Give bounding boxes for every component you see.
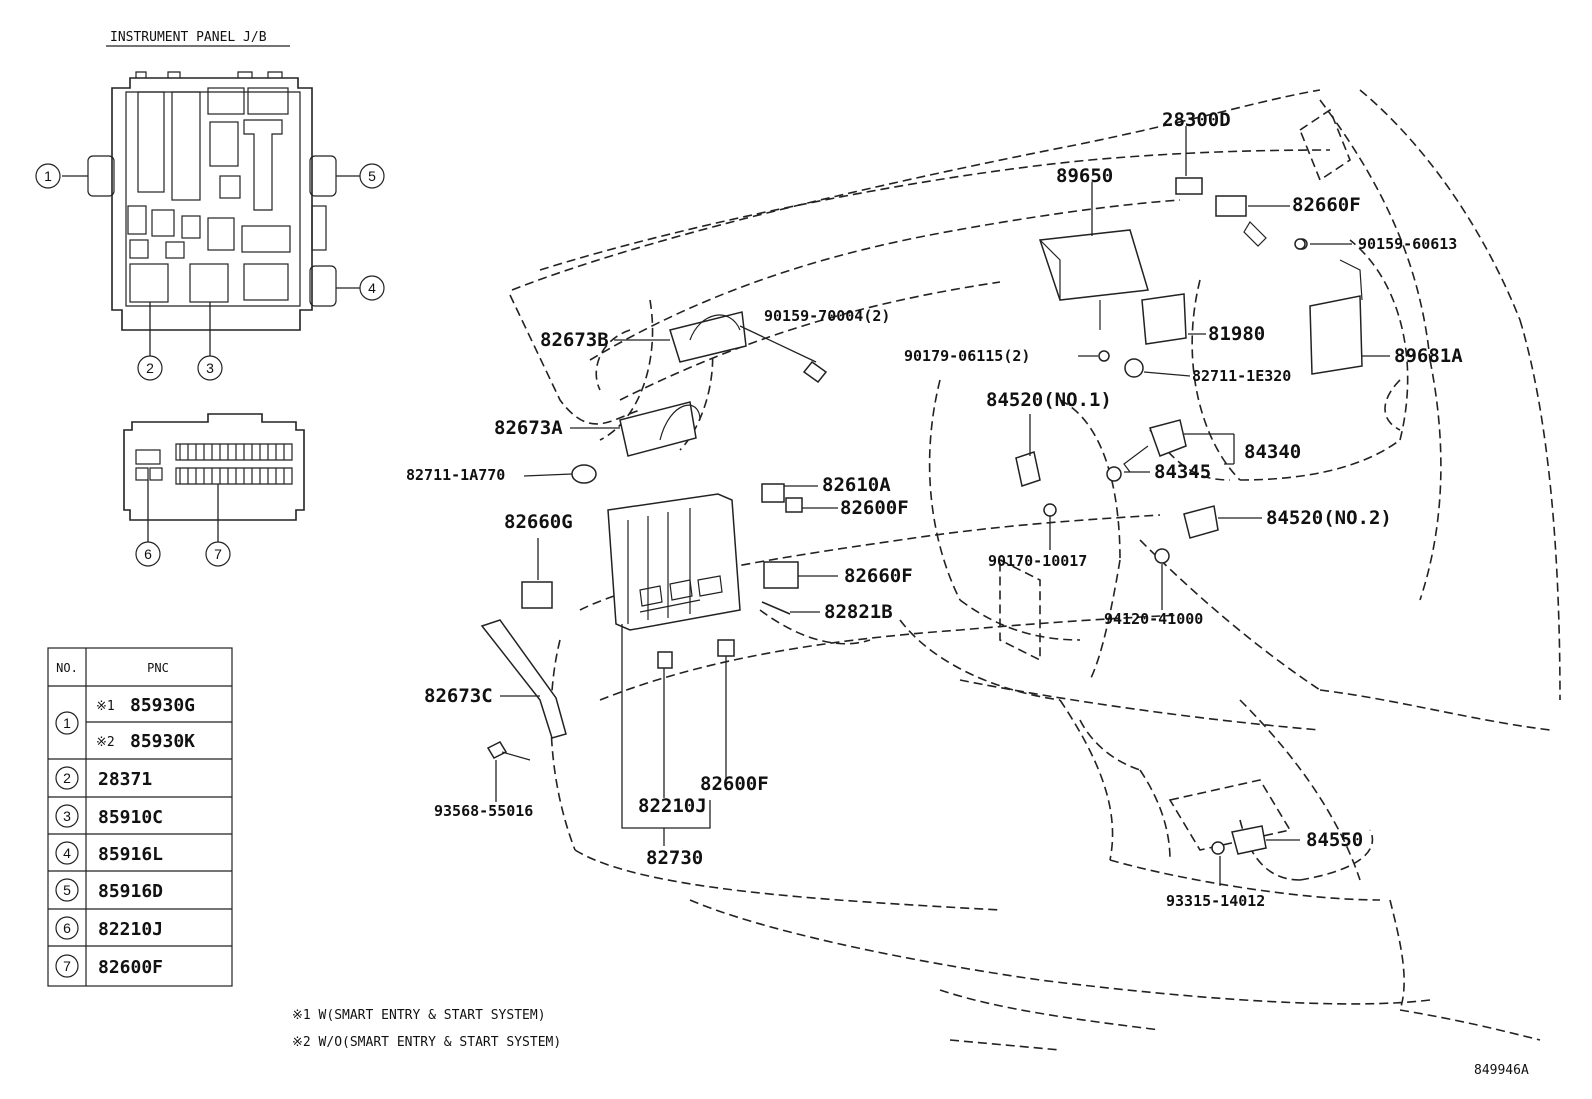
table-row-pnc: 82210J [98,919,163,940]
table-row-pnc: 85916D [98,881,163,902]
part-labels: 28300D 89650 82660F 90159-60613 82673B 9… [406,109,1463,910]
label-84520-no1: 84520(NO.1) [986,389,1112,411]
label-82821B: 82821B [824,601,893,623]
label-94120-41000: 94120-41000 [1104,610,1203,628]
label-82711-1E320: 82711-1E320 [1192,367,1291,385]
jb-callout-4: 4 [368,280,376,296]
jb-title: INSTRUMENT PANEL J/B [110,30,267,45]
label-82673A: 82673A [494,417,563,439]
table-row-no: 3 [63,808,71,824]
label-93568-55016: 93568-55016 [434,802,533,820]
label-81980: 81980 [1208,323,1265,345]
label-90179-06115: 90179-06115(2) [904,347,1030,365]
table-row-no: 2 [63,770,71,786]
label-82210J: 82210J [638,795,707,817]
table-row-no: 5 [63,882,71,898]
jb-callout-6: 6 [144,546,152,562]
label-84550: 84550 [1306,829,1363,851]
jb-callout-1: 1 [44,168,52,184]
label-82673B: 82673B [540,329,609,351]
label-89681A: 89681A [1394,345,1463,367]
table-row-pnc: 85930K [130,731,195,752]
label-89650: 89650 [1056,165,1113,187]
label-90170-10017: 90170-10017 [988,552,1087,570]
label-28300D: 28300D [1162,109,1231,131]
leader-lines [495,126,1390,886]
table-row-mark: ※1 [96,699,115,714]
label-93315-14012: 93315-14012 [1166,892,1265,910]
label-82660G: 82660G [504,511,573,533]
table-row-pnc: 28371 [98,769,152,790]
jb-callout-3: 3 [206,360,214,376]
label-82610A: 82610A [822,474,891,496]
parts-shapes [480,177,1363,855]
label-82600F-bottom: 82600F [700,773,769,795]
drawing-number: 849946A [1474,1063,1529,1078]
jb-callout-7: 7 [214,546,222,562]
jb-rear-view: 6 7 [123,413,305,567]
label-84340: 84340 [1244,441,1301,463]
table-row-pnc: 85930G [130,695,195,716]
label-84345: 84345 [1154,461,1211,483]
pnc-table: NO. PNC 1 ※1 85930G ※2 85930K 2 28371 3 … [47,647,233,987]
table-row-pnc: 85916L [98,844,163,865]
instrument-panel-jb: INSTRUMENT PANEL J/B [35,30,385,381]
table-header-pnc: PNC [147,661,169,675]
footnote-1: ※1 W(SMART ENTRY & START SYSTEM) [292,1008,546,1023]
label-90159-70004: 90159-70004(2) [764,307,890,325]
dashboard-outline [509,89,1561,1051]
label-82660F-mid: 82660F [844,565,913,587]
label-82600F-mid: 82600F [840,497,909,519]
table-row-no: 4 [63,845,71,861]
label-82660F-top: 82660F [1292,194,1361,216]
label-90159-60613: 90159-60613 [1358,235,1457,253]
table-row-pnc: 85910C [98,807,163,828]
footnote-2: ※2 W/O(SMART ENTRY & START SYSTEM) [292,1035,561,1050]
table-row-pnc: 82600F [98,957,163,978]
table-row-no: 1 [63,715,71,731]
table-row-no: 6 [63,920,71,936]
table-row-mark: ※2 [96,735,115,750]
label-84520-no2: 84520(NO.2) [1266,507,1392,529]
jb-callout-2: 2 [146,360,154,376]
label-82711-1A770: 82711-1A770 [406,466,505,484]
table-header-no: NO. [56,661,78,675]
label-82673C: 82673C [424,685,493,707]
label-82730: 82730 [646,847,703,869]
table-row-no: 7 [63,958,71,974]
jb-callout-5: 5 [368,168,376,184]
